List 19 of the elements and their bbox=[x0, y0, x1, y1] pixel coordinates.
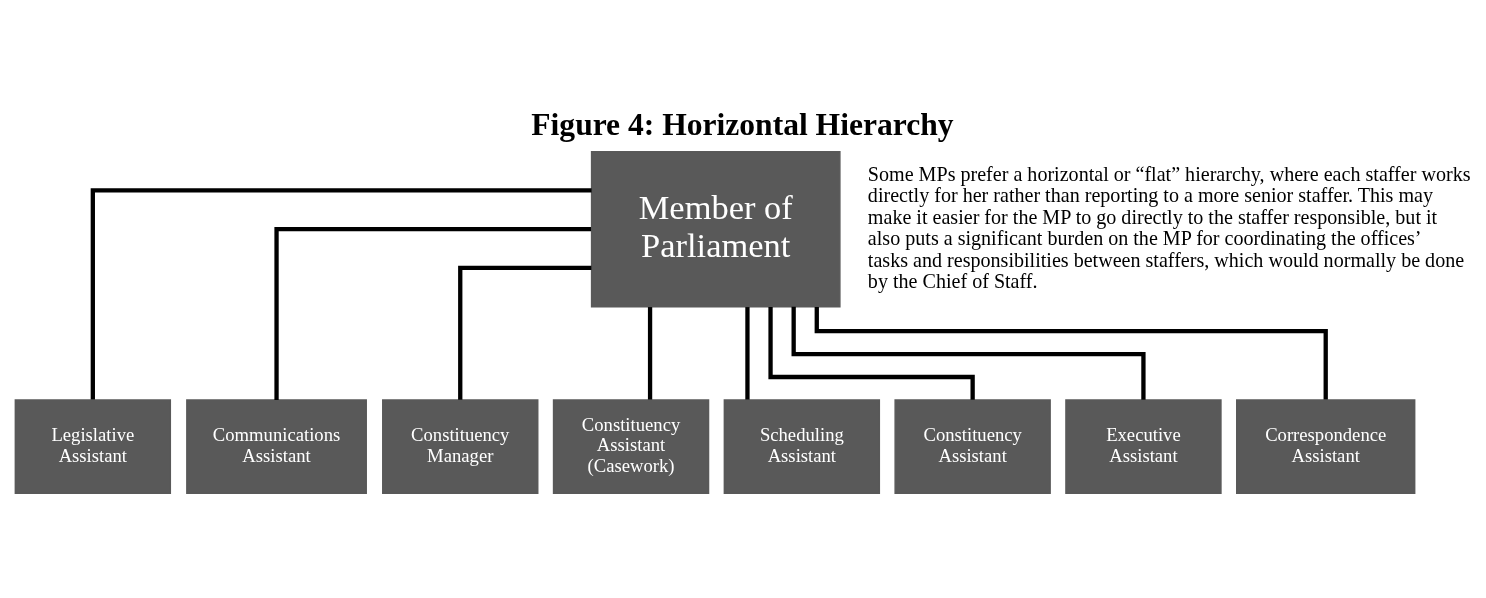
diagram-title: Figure 4: Horizontal Hierarchy bbox=[531, 106, 954, 142]
connector bbox=[274, 226, 592, 400]
node-box: Scheduling Assistant bbox=[723, 398, 881, 494]
node-box: Communications Assistant bbox=[186, 398, 367, 494]
connector bbox=[745, 306, 750, 400]
connector bbox=[791, 306, 1146, 400]
node-box: Legislative Assistant bbox=[14, 398, 172, 494]
connector bbox=[90, 187, 592, 400]
connector bbox=[458, 265, 592, 400]
connector bbox=[814, 306, 1328, 400]
connector bbox=[647, 306, 653, 400]
node-box: Constituency Assistant (Casework) bbox=[552, 398, 710, 494]
node-box: Constituency Assistant bbox=[894, 398, 1051, 494]
node-box: Correspondence Assistant bbox=[1236, 398, 1416, 494]
connector bbox=[768, 306, 975, 400]
node-box: Executive Assistant bbox=[1065, 398, 1222, 494]
label: Some MPs prefer a horizontal or “flat” hierarchy, where each staffer works directly for her rather than reporting to a more senior staffer. This may make it easier for the MP to go directly to the staffer responsible, but it also puts a significant burden on the MP for coordinating the offices’ tasks and responsibilities between staffers, which would normally be done by the Chief of Staff. bbox=[867, 162, 1471, 292]
node-box: Member of Parliament bbox=[590, 150, 841, 307]
node-box: Constituency Manager bbox=[382, 398, 539, 494]
